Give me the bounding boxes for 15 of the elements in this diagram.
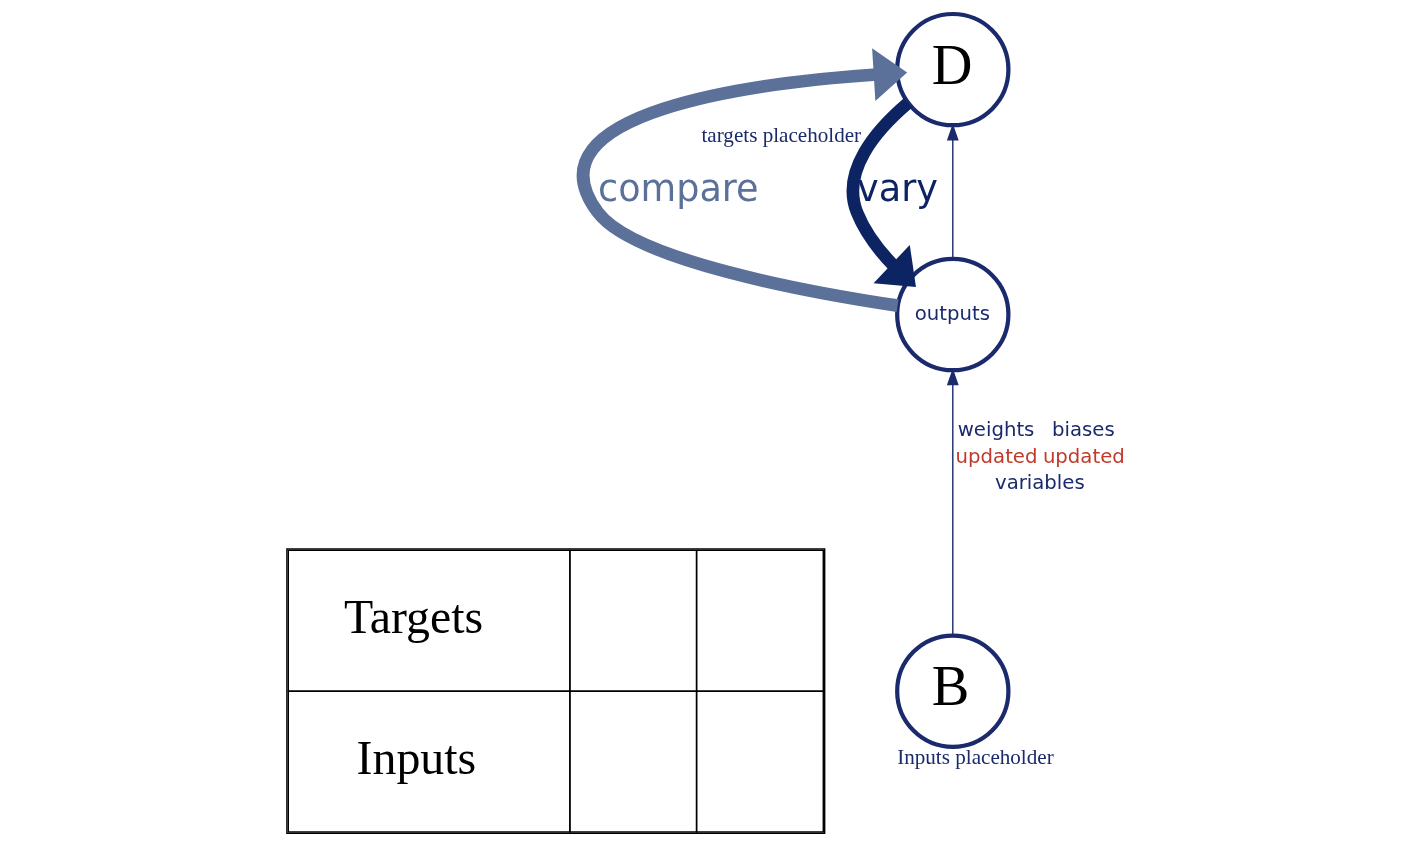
arrow <box>577 48 908 312</box>
label: biases <box>1052 417 1115 441</box>
edge-label: compare <box>598 166 759 210</box>
edge-label: vary <box>857 166 938 210</box>
label: updated <box>1042 444 1125 468</box>
node-circle: B <box>895 633 1011 749</box>
label: Inputs <box>356 730 477 784</box>
label: variables <box>995 471 1085 495</box>
label: weights <box>957 417 1035 441</box>
label: updated <box>955 444 1038 468</box>
node-circle: outputs <box>895 256 1011 373</box>
label: Targets <box>343 590 484 644</box>
arrow <box>846 98 916 288</box>
node-label: targets placeholder <box>701 123 862 148</box>
node-circle: D <box>895 11 1011 128</box>
